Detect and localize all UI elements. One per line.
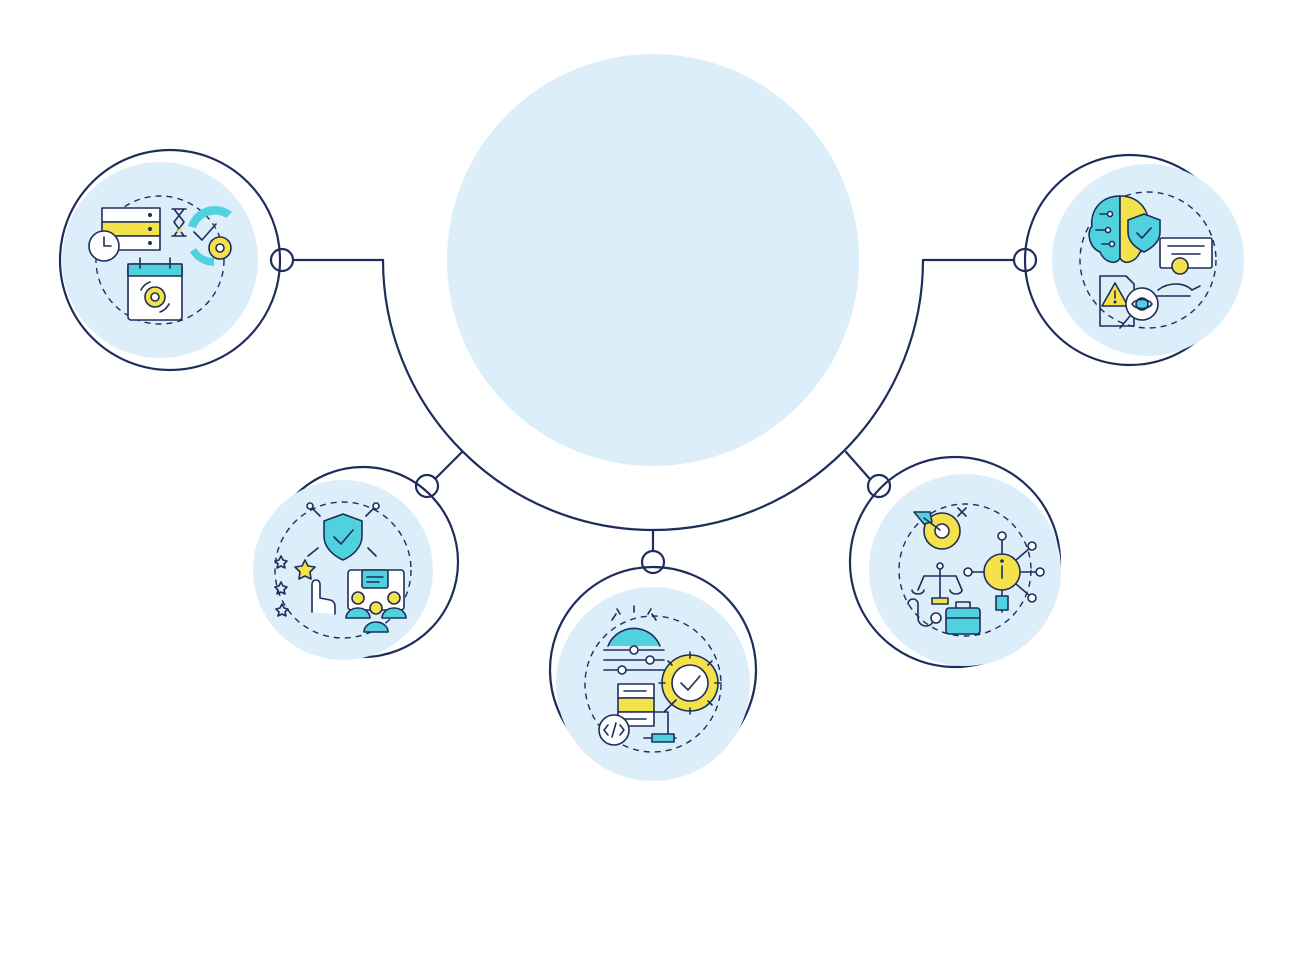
data-scheduling-icon (88, 206, 232, 321)
connector-line-4 (844, 450, 871, 480)
node-trust-feedback (253, 465, 460, 660)
decision-insight-icon (907, 507, 1045, 635)
node-ai-security (1012, 153, 1244, 367)
trust-feedback-icon (274, 502, 407, 633)
center-circle (447, 54, 859, 466)
node-scheduling (58, 148, 295, 372)
node-decision-insight (848, 455, 1062, 669)
node-system-optimization (548, 549, 758, 781)
connector-line-2 (434, 450, 464, 480)
system-optimization-icon (598, 605, 722, 746)
ai-security-icon (1088, 195, 1213, 329)
